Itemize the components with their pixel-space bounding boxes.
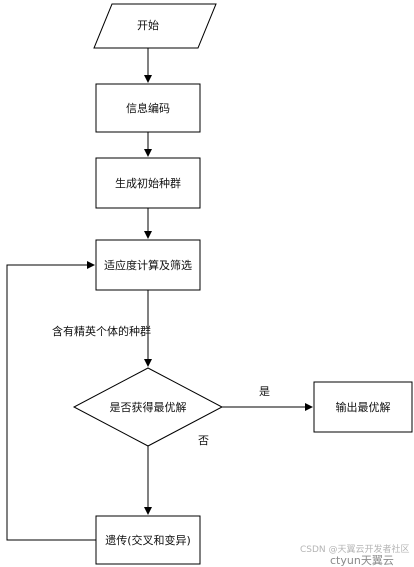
start-node: 开始 bbox=[93, 3, 217, 49]
encode-node-label: 信息编码 bbox=[126, 101, 170, 115]
edge-label-elite-population: 含有精英个体的种群 bbox=[52, 324, 151, 338]
encode-node: 信息编码 bbox=[95, 83, 201, 133]
fitness-node-label: 适应度计算及筛选 bbox=[104, 258, 192, 272]
watermark-brand: ctyun天翼云 bbox=[330, 554, 394, 567]
init-population-node-label: 生成初始种群 bbox=[115, 176, 181, 190]
genetic-node: 遗传(交叉和变异) bbox=[95, 515, 201, 565]
start-node-label: 开始 bbox=[137, 18, 159, 32]
output-node-label: 输出最优解 bbox=[336, 400, 391, 414]
genetic-node-label: 遗传(交叉和变异) bbox=[105, 533, 191, 547]
edge-label-no: 否 bbox=[198, 434, 209, 447]
edge-label-yes: 是 bbox=[259, 385, 270, 398]
fitness-node: 适应度计算及筛选 bbox=[95, 239, 201, 291]
decision-node-label: 是否获得最优解 bbox=[110, 400, 187, 414]
output-node: 输出最优解 bbox=[313, 381, 413, 433]
arrow-genetic-loop-to-fitness bbox=[6, 261, 96, 541]
init-population-node: 生成初始种群 bbox=[95, 157, 201, 209]
watermark-platform: CSDN @天翼云开发者社区 bbox=[300, 543, 410, 555]
